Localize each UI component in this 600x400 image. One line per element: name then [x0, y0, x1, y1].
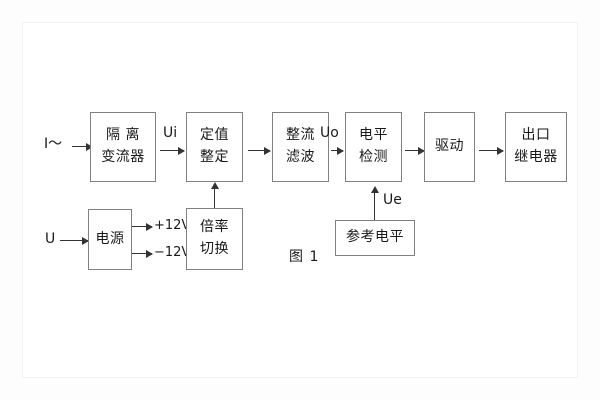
block-level-detect-line2: 检测	[359, 149, 388, 165]
voltage-input-label: U	[45, 231, 56, 247]
block-isolation-ct[interactable]: 隔 离 变流器	[90, 112, 156, 182]
block-isolation-ct-line2: 变流器	[101, 149, 145, 165]
block-rectify-filter-line2: 滤波	[286, 149, 315, 165]
block-power-supply-line1: 电源	[95, 230, 125, 247]
connector-setting-to-rectify	[248, 146, 271, 155]
connector-driver-to-relay	[479, 146, 504, 155]
connector-reference-to-level	[370, 186, 379, 220]
block-level-detect[interactable]: 电平 检测	[345, 112, 402, 182]
uo-signal-label: Uo	[320, 125, 339, 141]
block-output-relay-line2: 继电器	[514, 149, 558, 165]
current-input-label: I～	[44, 136, 63, 152]
connector-isolation-to-setting	[160, 146, 185, 155]
block-driver[interactable]: 驱动	[424, 112, 475, 182]
block-driver-line1: 驱动	[435, 138, 464, 155]
block-reference-level-line1: 参考电平	[346, 229, 404, 246]
ue-signal-label: Ue	[383, 192, 402, 208]
current-input-connector	[72, 142, 93, 151]
block-setting-line2: 整定	[200, 149, 229, 165]
block-output-relay[interactable]: 出口 继电器	[505, 112, 567, 182]
rail-negative-label: −12V	[154, 245, 191, 260]
block-rectify-filter[interactable]: 整流 滤波	[272, 112, 329, 182]
connector-multiplier-to-setting	[210, 182, 219, 208]
rail-positive-connector	[132, 222, 153, 231]
rail-negative-connector	[132, 249, 153, 258]
diagram-frame	[22, 22, 578, 378]
block-setting[interactable]: 定值 整定	[186, 112, 243, 182]
figure-caption: 图 1	[289, 249, 320, 265]
connector-level-to-driver	[405, 146, 425, 155]
block-output-relay-line1: 出口	[521, 127, 551, 144]
block-multiplier-switch-line1: 倍率	[200, 219, 229, 236]
block-isolation-ct-line1: 隔 离	[106, 127, 140, 144]
block-level-detect-line1: 电平	[359, 127, 388, 144]
block-multiplier-switch-line2: 切换	[200, 241, 229, 257]
block-rectify-filter-line1: 整流	[286, 127, 315, 144]
block-reference-level[interactable]: 参考电平	[335, 220, 415, 256]
block-power-supply[interactable]: 电源	[88, 209, 132, 270]
voltage-input-connector	[60, 236, 89, 245]
rail-positive-label: +12V	[154, 218, 191, 233]
block-setting-line1: 定值	[200, 127, 229, 144]
ui-signal-label: Ui	[163, 125, 178, 141]
block-multiplier-switch[interactable]: 倍率 切换	[186, 208, 243, 270]
connector-rectify-to-level	[331, 146, 344, 155]
